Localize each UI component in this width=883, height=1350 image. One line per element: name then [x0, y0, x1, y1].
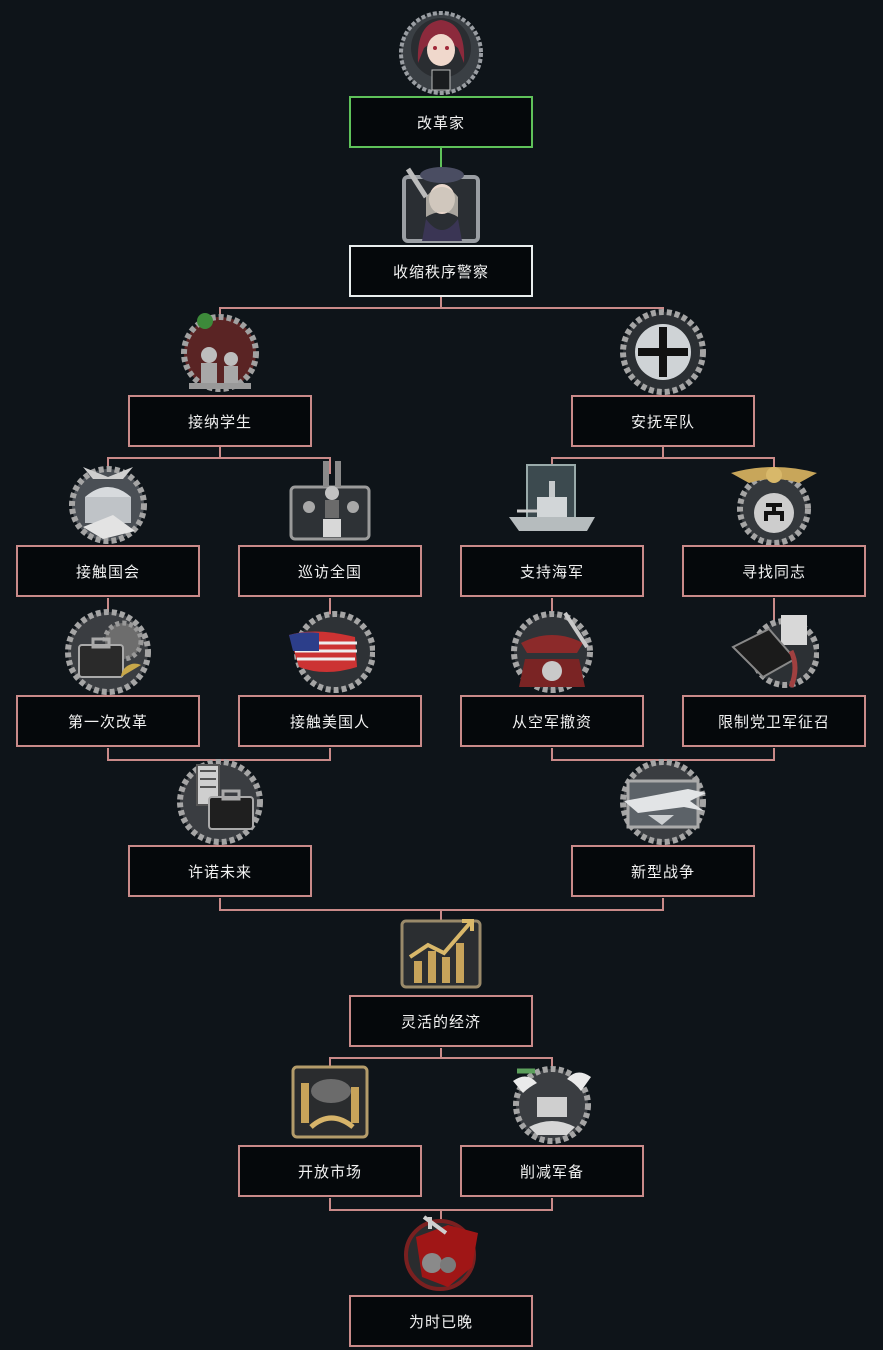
- focus-label: 接纳学生: [187, 412, 252, 431]
- economy-chart-icon: [396, 907, 486, 997]
- briefcase-gear-icon: [63, 607, 153, 697]
- red-map-icon: [396, 1207, 486, 1297]
- rally-icon: [285, 457, 375, 547]
- focus-first-reform[interactable]: 第一次改革: [16, 607, 200, 747]
- portrait-icon: [396, 8, 486, 98]
- focus-box[interactable]: 改革家: [349, 96, 533, 148]
- doves-handshake-icon: [507, 1057, 597, 1147]
- focus-label: 巡访全国: [297, 562, 362, 581]
- iron-cross-icon: [618, 307, 708, 397]
- focus-box[interactable]: 寻找同志: [682, 545, 866, 597]
- focus-box[interactable]: 第一次改革: [16, 695, 200, 747]
- focus-label: 灵活的经济: [400, 1012, 481, 1031]
- focus-contact-parliament[interactable]: 接触国会: [16, 457, 200, 597]
- focus-box[interactable]: 接触国会: [16, 545, 200, 597]
- focus-label: 为时已晚: [408, 1312, 473, 1331]
- focus-contact-americans[interactable]: 接触美国人: [238, 607, 422, 747]
- market-icon: [285, 1057, 375, 1147]
- focus-label: 安抚军队: [630, 412, 695, 431]
- students-icon: [175, 307, 265, 397]
- focus-accept-students[interactable]: 接纳学生: [128, 307, 312, 447]
- telephone-icon: [507, 607, 597, 697]
- focus-label: 寻找同志: [741, 562, 806, 581]
- focus-appease-army[interactable]: 安抚军队: [571, 307, 755, 447]
- focus-box[interactable]: 安抚军队: [571, 395, 755, 447]
- focus-label: 接触美国人: [289, 712, 370, 731]
- focus-box[interactable]: 接触美国人: [238, 695, 422, 747]
- focus-label: 开放市场: [297, 1162, 362, 1181]
- focus-label: 许诺未来: [187, 862, 252, 881]
- officer-portrait-icon: [396, 157, 486, 247]
- focus-label: 收缩秩序警察: [392, 262, 489, 281]
- focus-tighten-police[interactable]: 收缩秩序警察: [349, 157, 533, 297]
- jet-plane-icon: [618, 757, 708, 847]
- focus-flexible-economy[interactable]: 灵活的经济: [349, 907, 533, 1047]
- focus-box[interactable]: 许诺未来: [128, 845, 312, 897]
- focus-box[interactable]: 开放市场: [238, 1145, 422, 1197]
- focus-find-comrades[interactable]: 寻找同志: [682, 457, 866, 597]
- focus-box[interactable]: 从空军撤资: [460, 695, 644, 747]
- focus-label: 限制党卫军征召: [717, 712, 830, 731]
- briefcase-icon: [175, 757, 265, 847]
- focus-label: 改革家: [416, 113, 465, 132]
- focus-box[interactable]: 接纳学生: [128, 395, 312, 447]
- focus-label: 削减军备: [519, 1162, 584, 1181]
- focus-new-warfare[interactable]: 新型战争: [571, 757, 755, 897]
- focus-box[interactable]: 为时已晚: [349, 1295, 533, 1347]
- focus-tour-nation[interactable]: 巡访全国: [238, 457, 422, 597]
- focus-support-navy[interactable]: 支持海军: [460, 457, 644, 597]
- battleship-icon: [507, 457, 597, 547]
- focus-box[interactable]: 削减军备: [460, 1145, 644, 1197]
- focus-label: 接触国会: [75, 562, 140, 581]
- focus-too-late[interactable]: 为时已晚: [349, 1207, 533, 1347]
- focus-box[interactable]: 新型战争: [571, 845, 755, 897]
- focus-open-market[interactable]: 开放市场: [238, 1057, 422, 1197]
- focus-reformer[interactable]: 改革家: [349, 8, 533, 148]
- focus-box[interactable]: 支持海军: [460, 545, 644, 597]
- parliament-icon: [63, 457, 153, 547]
- focus-box[interactable]: 灵活的经济: [349, 995, 533, 1047]
- focus-cut-armaments[interactable]: 削减军备: [460, 1057, 644, 1197]
- focus-box[interactable]: 巡访全国: [238, 545, 422, 597]
- focus-label: 新型战争: [630, 862, 695, 881]
- focus-box[interactable]: 限制党卫军征召: [682, 695, 866, 747]
- focus-label: 支持海军: [519, 562, 584, 581]
- us-flag-icon: [285, 607, 375, 697]
- focus-label: 第一次改革: [67, 712, 148, 731]
- focus-limit-ss-conscription[interactable]: 限制党卫军征召: [682, 607, 866, 747]
- chained-hand-icon: [729, 607, 819, 697]
- focus-box[interactable]: 收缩秩序警察: [349, 245, 533, 297]
- focus-divest-airforce[interactable]: 从空军撤资: [460, 607, 644, 747]
- focus-label: 从空军撤资: [511, 712, 592, 731]
- focus-promise-future[interactable]: 许诺未来: [128, 757, 312, 897]
- eagle-icon: [729, 457, 819, 547]
